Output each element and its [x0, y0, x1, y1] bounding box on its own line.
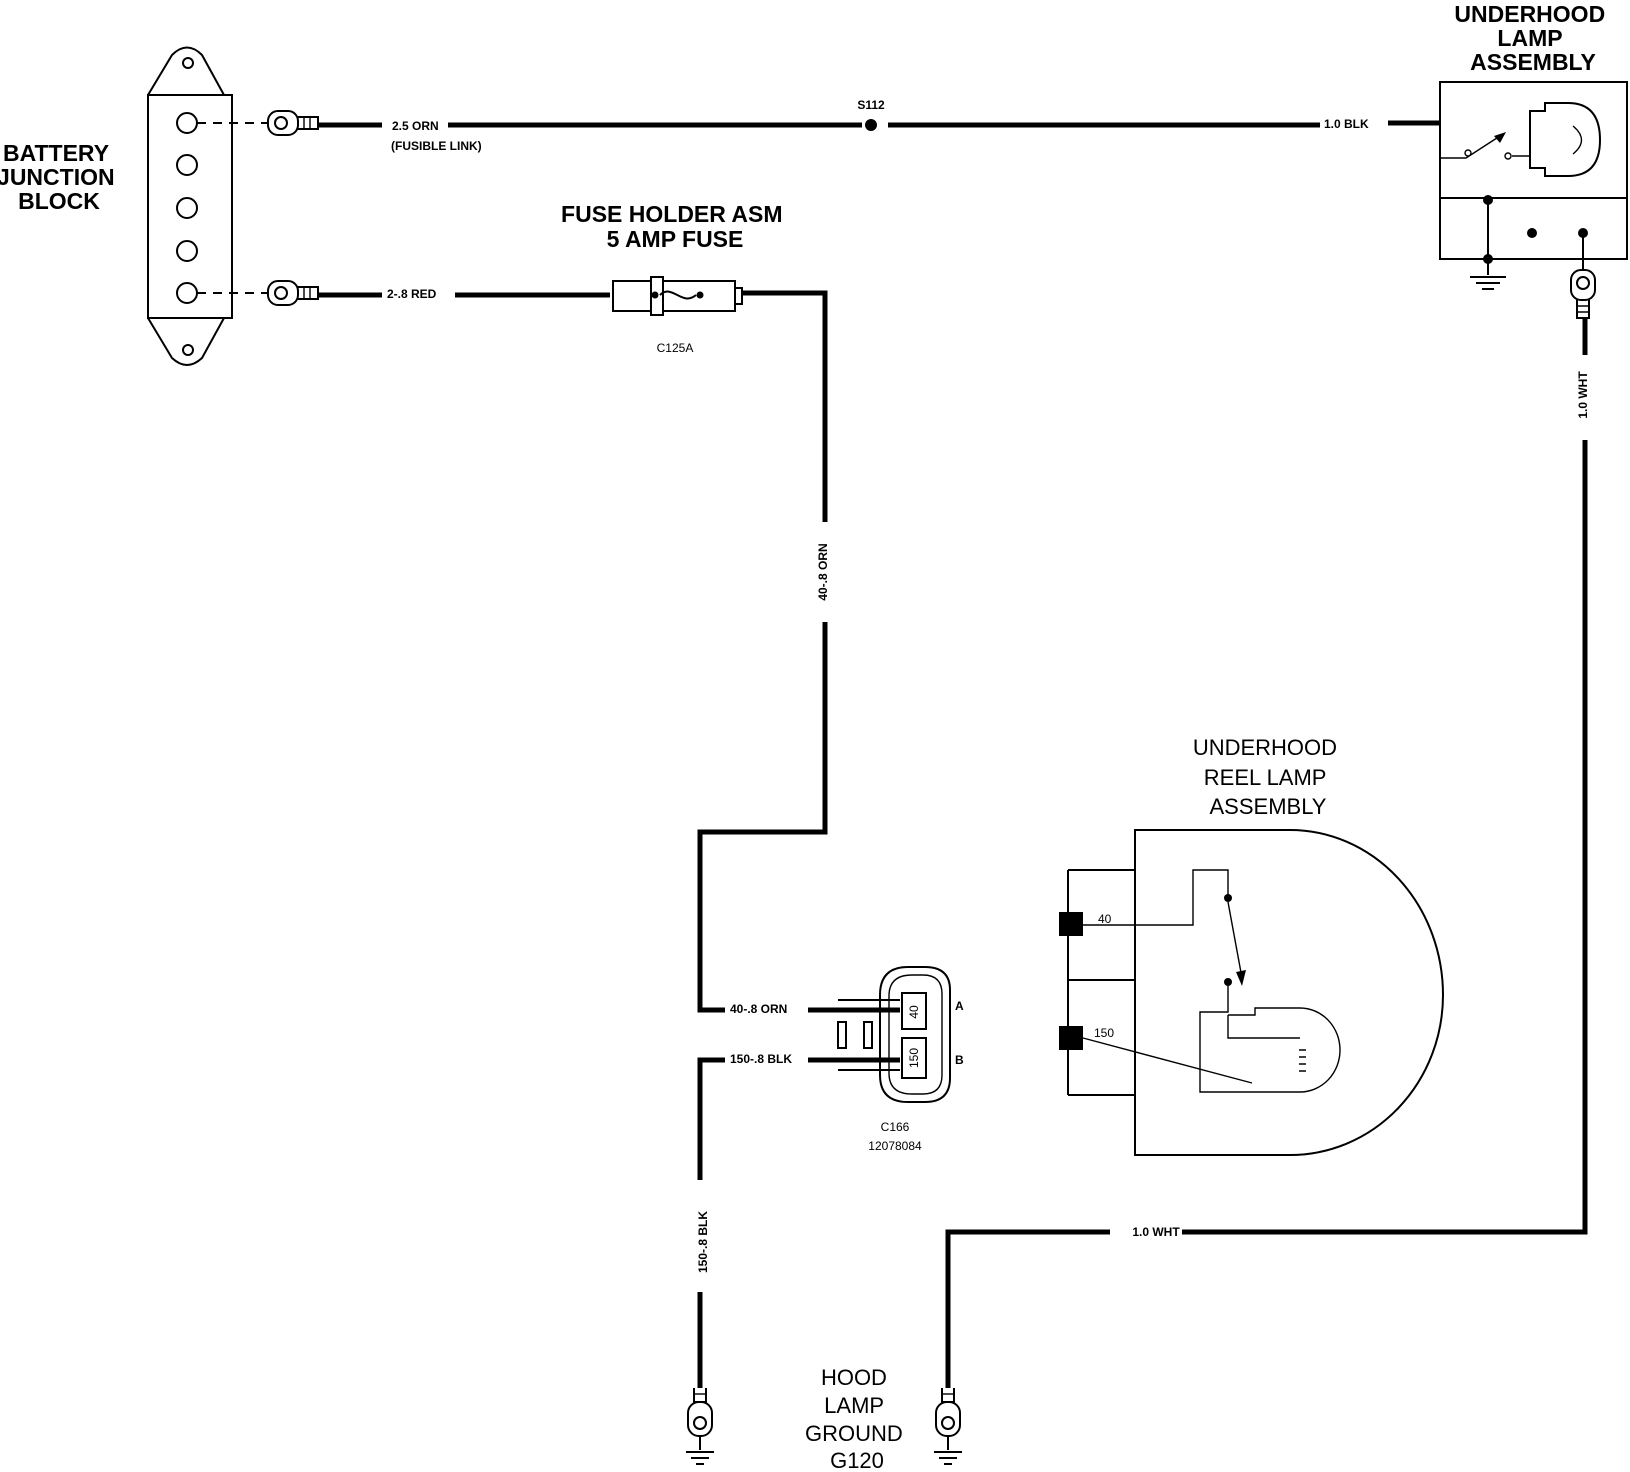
underhood-lamp-assembly — [1439, 81, 1628, 290]
connector-c166-label: C166 — [881, 1120, 910, 1134]
ring-terminal — [267, 110, 319, 136]
reel-lamp-assembly-label: UNDERHOOD REEL LAMP ASSEMBLY — [1193, 735, 1343, 819]
wire-1.0-wht — [945, 1229, 1110, 1388]
battery-junction-block — [147, 46, 233, 366]
wire-label-40-orn-connector: 40-.8 ORN — [730, 1002, 787, 1016]
cavity-a-number: 40 — [907, 1005, 921, 1019]
underhood-lamp-assembly-label: UNDERHOOD LAMP ASSEMBLY — [1454, 1, 1611, 75]
ring-terminal — [1570, 269, 1596, 319]
ground-terminal — [686, 1388, 714, 1465]
fuse-holder — [612, 276, 743, 316]
ground-terminal — [934, 1388, 962, 1465]
cavity-b-number: 150 — [907, 1048, 921, 1068]
wire-150-.8-blk — [697, 1057, 725, 1180]
wire-label-wht-vertical: 1.0 WHT — [1576, 371, 1590, 419]
wire-40-.8-orn — [742, 290, 828, 522]
wire-1.0-wht — [1182, 440, 1588, 1235]
wire-40-.8-orn — [697, 622, 828, 1013]
wire-label-150-blk-vertical: 150-.8 BLK — [696, 1211, 710, 1273]
reel-pin-40: 40 — [1098, 912, 1112, 926]
battery-junction-block-label: BATTERY JUNCTION BLOCK — [0, 140, 121, 214]
wire-label-150-blk-connector: 150-.8 BLK — [730, 1052, 792, 1066]
connector-c166: 40 150 — [837, 966, 951, 1103]
pin-b-label: B — [955, 1053, 964, 1067]
wire-label-red: 2-.8 RED — [387, 287, 437, 301]
wire-label-1.0-blk: 1.0 BLK — [1324, 117, 1369, 131]
splice-s112 — [865, 119, 877, 131]
reel-pin-150: 150 — [1094, 1026, 1114, 1040]
splice-label: S112 — [857, 98, 885, 112]
fusible-link-note: (FUSIBLE LINK) — [391, 139, 482, 153]
ring-terminal — [267, 280, 319, 306]
connector-part-number: 12078084 — [868, 1139, 922, 1153]
connector-c125a-label: C125A — [657, 341, 694, 355]
hood-lamp-ground-label: HOOD LAMP GROUND G120 — [805, 1365, 909, 1472]
wire-label-2.5-orn: 2.5 ORN — [392, 119, 439, 133]
reel-lamp-assembly: 40 150 — [1059, 829, 1445, 1156]
fuse-holder-label: FUSE HOLDER ASM 5 AMP FUSE — [561, 201, 789, 252]
pin-a-label: A — [955, 999, 964, 1013]
wire-label-40-orn-vertical: 40-.8 ORN — [816, 543, 830, 600]
wire-label-wht-horizontal: 1.0 WHT — [1132, 1225, 1180, 1239]
